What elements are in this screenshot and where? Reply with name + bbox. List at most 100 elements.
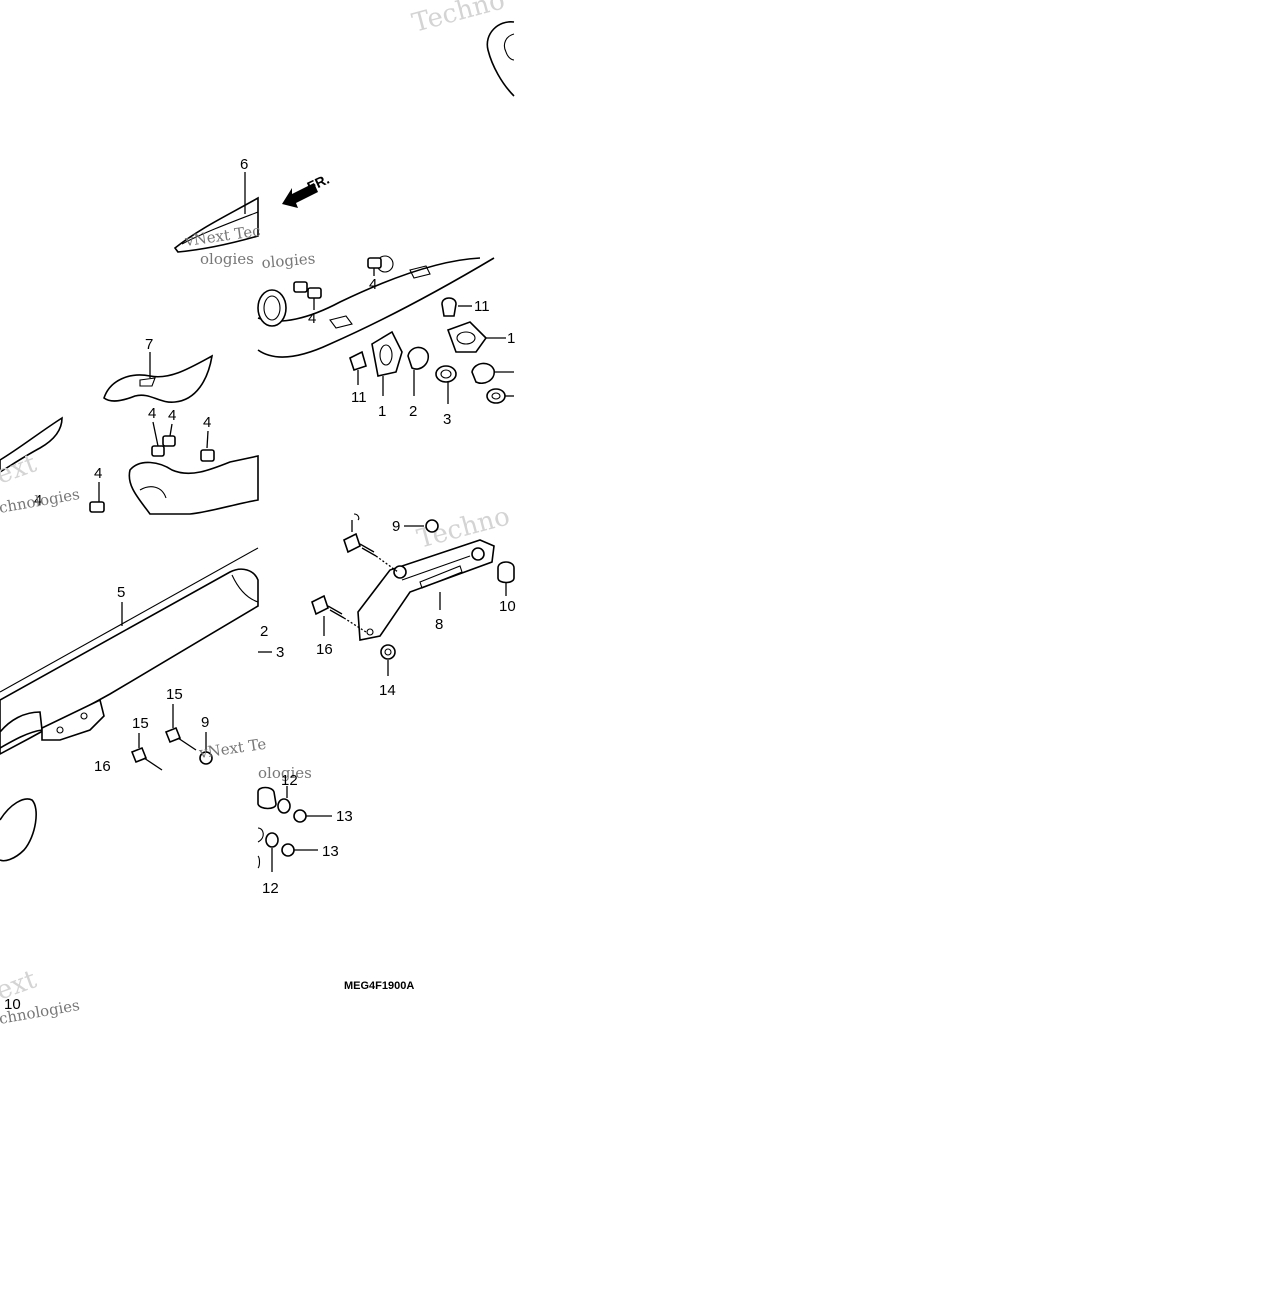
bracket-slot bbox=[401, 555, 471, 581]
bolt-15 bbox=[164, 726, 182, 744]
flange-hole bbox=[456, 331, 476, 345]
muffler-end-outline bbox=[486, 21, 515, 97]
bolt-shaft bbox=[327, 605, 343, 615]
callout-12: 12 bbox=[262, 880, 279, 897]
tile-upper-left: 6 vNext Tec ologies FR. 7 4 4 4 4 4 ext bbox=[0, 156, 332, 517]
shield-edge bbox=[181, 211, 259, 245]
bracket-nut bbox=[393, 565, 407, 579]
heat-shield-fragment bbox=[0, 416, 63, 473]
flange-hole bbox=[379, 344, 393, 366]
bracket-hole bbox=[56, 726, 64, 734]
clip-4 bbox=[89, 501, 105, 513]
clip-4 bbox=[151, 445, 165, 457]
clip-4 bbox=[200, 449, 215, 462]
collar-10 bbox=[257, 827, 264, 843]
ring-inner bbox=[491, 392, 501, 400]
bolt-11 bbox=[441, 297, 457, 317]
callout-4: 4 bbox=[148, 405, 156, 422]
partial-label bbox=[353, 513, 360, 521]
callout-15: 15 bbox=[132, 715, 149, 732]
pipe-joint bbox=[139, 486, 167, 499]
tile-middle: Techno 8 9 10 16 14 bbox=[311, 501, 516, 699]
callout-16: 16 bbox=[316, 641, 333, 658]
washer-12 bbox=[277, 798, 291, 814]
front-label: FR. bbox=[305, 171, 332, 195]
bolt-16 bbox=[311, 594, 329, 616]
clip-4 bbox=[367, 257, 382, 269]
muffler-edge bbox=[0, 547, 259, 693]
callout-11: 11 bbox=[474, 298, 490, 315]
callout-10: 10 bbox=[4, 996, 21, 1013]
bolt-shaft bbox=[177, 737, 197, 751]
bracket-8 bbox=[357, 539, 495, 641]
pipe-opening bbox=[257, 289, 287, 327]
watermark: ologies bbox=[258, 764, 312, 782]
watermark: vNext Tec bbox=[183, 222, 262, 251]
leader-4 bbox=[152, 421, 159, 447]
callout-4: 4 bbox=[94, 465, 102, 482]
leader-4 bbox=[169, 423, 173, 437]
bracket-hole bbox=[366, 628, 374, 636]
bolt-15 bbox=[130, 746, 148, 764]
tile-lower-left: ext chnologies 10 bbox=[0, 798, 81, 1028]
nut-9 bbox=[199, 751, 213, 765]
callout-4: 4 bbox=[34, 492, 42, 509]
bolt-shaft bbox=[329, 609, 345, 619]
watermark: chnologies bbox=[0, 485, 81, 517]
bolt-11 bbox=[349, 350, 367, 372]
ring-3 bbox=[486, 388, 506, 404]
bolt-shaft bbox=[359, 543, 375, 553]
exhaust-pipe-outline bbox=[128, 455, 259, 515]
bolt-16 bbox=[343, 532, 361, 554]
tile-top-right: Techno bbox=[409, 0, 515, 97]
nut-9 bbox=[425, 519, 439, 533]
nut-hole bbox=[384, 648, 392, 656]
flange-1 bbox=[446, 321, 488, 353]
callout-6: 6 bbox=[240, 156, 248, 173]
watermark: ologies bbox=[261, 249, 316, 272]
heat-shield-6 bbox=[173, 196, 259, 253]
callout-4: 4 bbox=[203, 414, 211, 431]
callout-15: 15 bbox=[166, 686, 183, 703]
exhaust-pipe bbox=[257, 257, 495, 358]
callout-9: 9 bbox=[392, 518, 400, 535]
callout-4: 4 bbox=[168, 407, 176, 424]
drawing-code: MEG4F1900A bbox=[344, 980, 414, 992]
callout-4: 4 bbox=[308, 310, 316, 327]
tile-lower-middle: ologies 12 13 12 13 bbox=[257, 764, 353, 897]
collar-10 bbox=[257, 786, 277, 810]
callout-7: 7 bbox=[145, 336, 153, 353]
callout-2: 2 bbox=[409, 403, 417, 420]
watermark: ext bbox=[0, 448, 41, 490]
tile-middle-left: 5 2 3 15 15 9 16 vNext Te bbox=[0, 547, 284, 775]
ring-3 bbox=[435, 365, 457, 383]
watermark: vNext Te bbox=[197, 735, 267, 762]
clip-4 bbox=[293, 281, 308, 293]
bracket-hole bbox=[80, 712, 88, 720]
callout-11: 11 bbox=[351, 389, 367, 406]
callout-13: 13 bbox=[322, 843, 339, 860]
leader-4 bbox=[206, 430, 209, 449]
bolt-shaft bbox=[143, 757, 163, 771]
muffler-seam bbox=[231, 574, 259, 603]
callout-16: 16 bbox=[94, 758, 111, 775]
callout-3: 3 bbox=[276, 644, 284, 661]
gasket-2 bbox=[471, 362, 495, 385]
callout-9: 9 bbox=[201, 714, 209, 731]
heat-shield-7 bbox=[103, 354, 214, 403]
callout-12: 12 bbox=[281, 772, 298, 789]
assembly-line bbox=[375, 555, 399, 573]
washer-12 bbox=[265, 832, 279, 848]
muffler-end-inner bbox=[503, 33, 515, 61]
tile-upper-middle: 4 4 ologies 11 1 2 3 11 1 bbox=[257, 249, 515, 428]
pipe-opening-inner bbox=[263, 295, 281, 321]
collar-10 bbox=[497, 561, 515, 584]
clip-4 bbox=[162, 435, 176, 447]
muffler-tail bbox=[0, 798, 37, 862]
bracket-slot bbox=[419, 565, 463, 589]
front-direction-arrow: FR. bbox=[282, 171, 332, 208]
pipe-bracket bbox=[409, 265, 431, 279]
callout-5: 5 bbox=[117, 584, 125, 601]
callout-8: 8 bbox=[435, 616, 443, 633]
